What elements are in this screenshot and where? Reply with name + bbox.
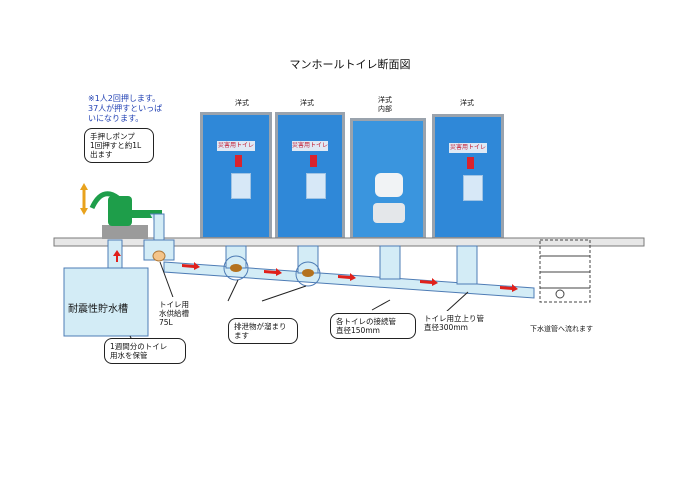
toilet-label-3: 洋式 内部 [378,96,392,113]
supply-callout: トイレ用 水供給槽 75L [154,297,204,330]
tank-callout: 1週間分のトイレ 用水を保管 [104,338,186,364]
arrow-icon [113,250,121,256]
door-panel [463,175,483,201]
waste-callout: 排泄物が溜まり ます [228,318,298,344]
waste-icon [230,264,242,272]
person-icon [235,155,242,167]
water-tank [63,267,149,337]
flow-arrow-icons [182,262,518,292]
door-panel [306,173,326,199]
toilet-booth-4: 災害用トイレ [432,114,504,240]
pipe150-callout: 各トイレの接続管 直径150mm [330,313,416,339]
toilet-seat-icon [375,173,403,197]
hand-pump-icon [80,183,162,239]
person-icon [467,157,474,169]
sewer-callout: 下水道管へ流れます [530,325,593,333]
door-panel [231,173,251,199]
toilet-label-1: 洋式 [235,99,249,107]
toilet-label-4: 洋式 [460,99,474,107]
toilet-sign: 災害用トイレ [217,141,255,151]
toilet-sign: 災害用トイレ [449,143,487,153]
usage-note: ※1人2回押します。 37人が押すといっぱ いになります。 [88,94,163,123]
toilet-interior [350,118,426,240]
toilet-bowl-icon [373,203,405,223]
tank-label: 耐震性貯水槽 [68,304,128,315]
pump-callout: 手押しポンプ 1回押すと約1L 出ます [84,128,154,163]
toilet-sign: 災害用トイレ [292,141,329,151]
toilet-label-2: 洋式 [300,99,314,107]
person-icon [310,155,317,167]
ground-slab [53,237,645,247]
sewer-manhole-icon [539,239,591,303]
page-title: マンホールトイレ断面図 [289,58,411,71]
toilet-booth-1: 災害用トイレ [200,112,272,240]
pipe300-callout: トイレ用立上り管 直径300mm [419,311,503,335]
waste-icon [302,269,314,277]
connection-pipe [163,261,535,299]
